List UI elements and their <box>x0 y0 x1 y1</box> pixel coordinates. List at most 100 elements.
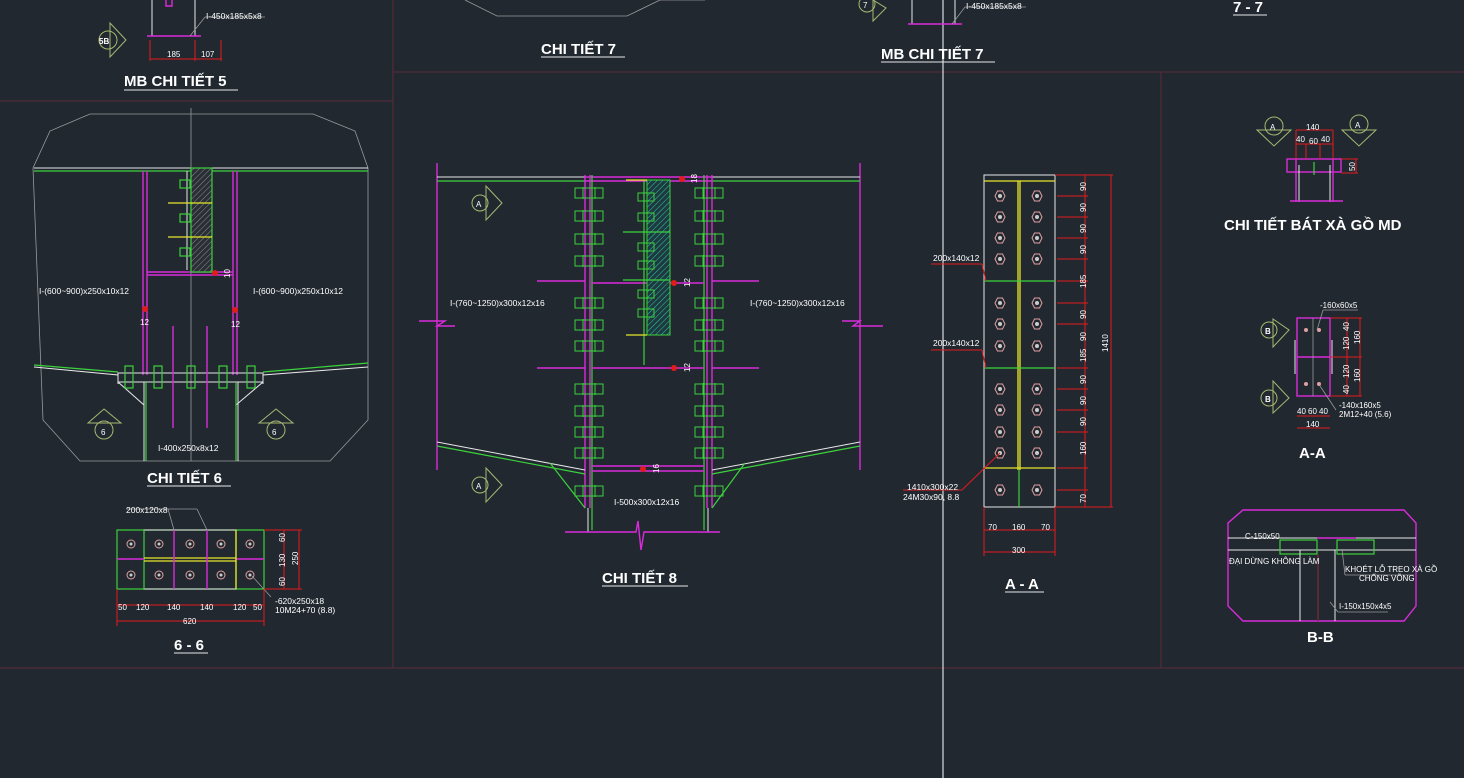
section-marker-b-bottom[interactable]: B <box>1260 379 1290 415</box>
bolt <box>574 210 604 222</box>
bolt-hole <box>1031 340 1043 352</box>
svg-text:A: A <box>476 482 482 491</box>
svg-text:B: B <box>1265 395 1271 404</box>
title-mb-chi-tiet-5: MB CHI TIẾT 5 <box>124 73 227 90</box>
svg-text:120: 120 <box>136 603 150 612</box>
bolt-hole <box>245 570 255 580</box>
section-b-b-drawing[interactable] <box>1227 509 1417 622</box>
splice-bolt <box>637 308 655 318</box>
section-marker-6-right[interactable]: 6 <box>257 408 295 440</box>
section-marker-a-bottom[interactable]: A <box>471 466 503 504</box>
bolt-hole <box>216 570 226 580</box>
section-a-a-drawing[interactable] <box>903 174 1113 556</box>
bolt <box>694 255 724 267</box>
section-6-6-drawing[interactable] <box>116 508 302 626</box>
bolt-hole <box>1031 190 1043 202</box>
svg-text:6: 6 <box>101 428 106 437</box>
svg-text:60: 60 <box>278 533 287 542</box>
detail8-weld-12a: 12 <box>683 278 692 287</box>
bolt <box>574 340 604 352</box>
bb-note-right-2: CHỐNG VÕNG <box>1359 573 1415 583</box>
aa-h-dims: 70 160 70 300 <box>988 523 1050 555</box>
detail6-left-beam: I-(600~900)x250x10x12 <box>39 286 129 296</box>
svg-text:130: 130 <box>278 553 287 567</box>
svg-text:160: 160 <box>1353 330 1362 344</box>
svg-text:40: 40 <box>1297 407 1306 416</box>
aa-v-dim: 90 <box>1079 245 1088 254</box>
bolt-hole <box>1031 447 1043 459</box>
mb-chi-tiet-5-drawing[interactable]: 5B <box>98 0 265 61</box>
svg-text:160: 160 <box>1353 368 1362 382</box>
chi-tiet-8-drawing[interactable]: A A <box>419 163 883 551</box>
bolt <box>694 426 724 438</box>
section-marker-a-left[interactable]: A <box>1255 116 1293 147</box>
svg-text:120: 120 <box>1342 364 1351 378</box>
detail8-weld-18: 18 <box>690 174 699 183</box>
svg-text:A: A <box>1355 121 1361 130</box>
bolt-hole <box>994 318 1006 330</box>
title-section-6-6: 6 - 6 <box>174 637 204 654</box>
aa-v-dim: 160 <box>1079 441 1088 455</box>
svg-text:70: 70 <box>988 523 997 532</box>
aa-v-dim: 90 <box>1079 332 1088 341</box>
bolt-hole <box>994 484 1006 496</box>
bolt-hole <box>1031 232 1043 244</box>
title-chi-tiet-6: CHI TIẾT 6 <box>147 470 222 487</box>
bolt <box>574 233 604 245</box>
svg-text:120: 120 <box>233 603 247 612</box>
aa-small-h-dims: 40 60 40 140 <box>1297 407 1328 429</box>
bolt-hole <box>994 426 1006 438</box>
bolt-hole <box>994 297 1006 309</box>
chi-tiet-7-drawing[interactable] <box>464 0 705 17</box>
aa-small-angle-top: -160x60x5 <box>1320 301 1358 310</box>
section-marker-a-top[interactable]: A <box>471 184 503 222</box>
bolt-hole <box>1031 484 1043 496</box>
bolt <box>574 187 604 199</box>
title-section-a-a-small: A-A <box>1299 445 1326 462</box>
svg-text:40: 40 <box>1342 385 1351 394</box>
bolt-hole <box>994 383 1006 395</box>
bolt <box>694 319 724 331</box>
bolt-hole <box>1031 383 1043 395</box>
bxg-top-dim: 140 <box>1306 123 1320 132</box>
bolt <box>574 405 604 417</box>
s66-plate: -620x250x18 <box>275 596 324 606</box>
bolt <box>574 447 604 459</box>
bb-channel: C-150x50 <box>1245 532 1280 541</box>
aa-v-dim: 90 <box>1079 182 1088 191</box>
aa-v-dim: 185 <box>1079 274 1088 288</box>
bolt <box>574 426 604 438</box>
detail8-weld-12b: 12 <box>683 363 692 372</box>
mb-chi-tiet-7-drawing[interactable]: 7 <box>858 0 1026 25</box>
bolt <box>574 319 604 331</box>
section-marker-b-top[interactable]: B <box>1260 318 1290 349</box>
svg-text:250: 250 <box>291 551 300 565</box>
section-marker-7[interactable]: 7 <box>858 0 887 23</box>
bxg-dim-3: 40 <box>1321 135 1330 144</box>
bolt-hole <box>994 404 1006 416</box>
section-marker-5b[interactable]: 5B <box>98 21 127 59</box>
aa-bolts: 24M30x90, 8.8 <box>903 492 960 502</box>
svg-text:B: B <box>1265 327 1271 336</box>
bxg-dim-1: 40 <box>1296 135 1305 144</box>
section-marker-a-right[interactable]: A <box>1340 114 1378 147</box>
svg-text:40: 40 <box>1319 407 1328 416</box>
mb5-member-label: I-450x185x5x8 <box>206 11 262 21</box>
bolt-hole <box>1031 253 1043 265</box>
svg-text:6: 6 <box>272 428 277 437</box>
sheet-frames <box>0 0 1464 669</box>
svg-text:7: 7 <box>863 1 868 10</box>
bolt-hole <box>1031 318 1043 330</box>
bat-xa-go-drawing[interactable]: A A <box>1255 114 1378 202</box>
svg-text:A: A <box>1270 123 1276 132</box>
chi-tiet-6-drawing[interactable]: 6 6 <box>32 108 369 462</box>
mb5-dim-1: 185 <box>167 50 181 59</box>
title-section-7-7: 7 - 7 <box>1233 0 1263 16</box>
section-marker-6-left[interactable]: 6 <box>86 408 123 440</box>
splice-bolt <box>637 260 655 270</box>
aa-v-dim: 70 <box>1079 494 1088 503</box>
bolt-hole <box>994 253 1006 265</box>
section-a-a-small-drawing[interactable]: B B <box>1260 309 1362 429</box>
aa-stiffener-2: 200x140x12 <box>933 338 980 348</box>
